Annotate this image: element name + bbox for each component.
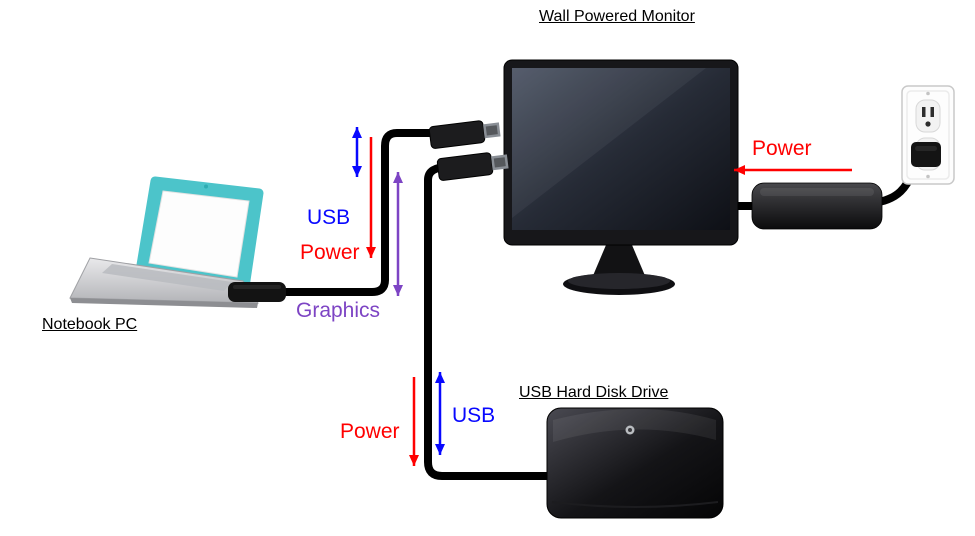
hdd-label: USB Hard Disk Drive bbox=[519, 384, 669, 401]
cable-monitor-to-hdd bbox=[424, 163, 560, 480]
wall-outlet-illustration bbox=[901, 85, 955, 185]
power-hdd-label: Power bbox=[340, 420, 400, 443]
monitor-illustration bbox=[503, 59, 739, 295]
usb-top-label: USB bbox=[307, 206, 351, 229]
cable-laptop-to-monitor bbox=[278, 129, 436, 296]
power-plug-icon bbox=[911, 142, 941, 167]
notebook-label: Notebook PC bbox=[42, 316, 138, 333]
usb-hdd-label: USB bbox=[452, 404, 496, 427]
laptop-illustration bbox=[69, 176, 264, 308]
power-wall-label: Power bbox=[752, 137, 812, 160]
power-top-label: Power bbox=[300, 241, 360, 264]
monitor-label: Wall Powered Monitor bbox=[539, 8, 695, 25]
usb-connector-top-icon bbox=[428, 120, 501, 149]
graphics-label: Graphics bbox=[296, 299, 381, 322]
usb-connector-bottom-icon bbox=[436, 152, 509, 181]
hdd-illustration bbox=[546, 407, 724, 519]
laptop-dongle-icon bbox=[228, 282, 286, 302]
power-adapter-illustration bbox=[751, 182, 883, 230]
